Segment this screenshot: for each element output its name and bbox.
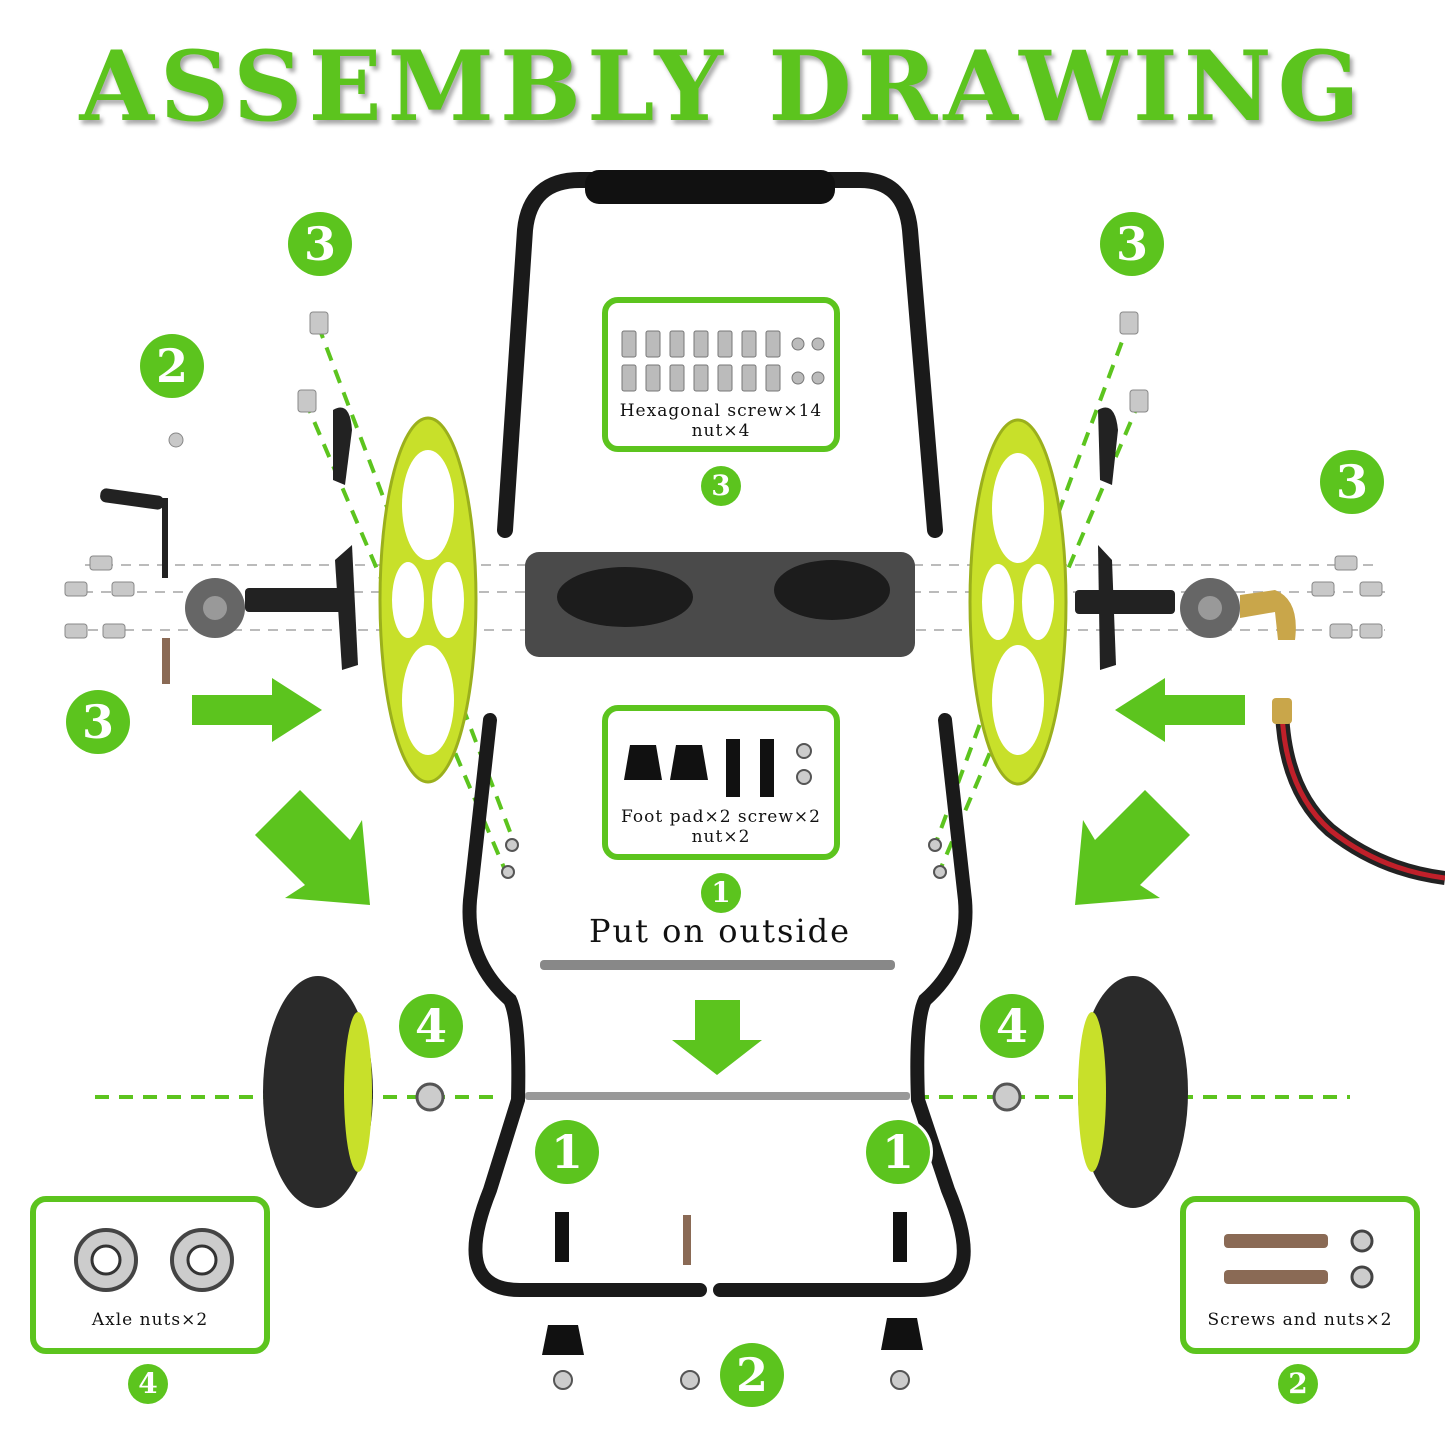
page-title: ASSEMBLY DRAWING — [79, 30, 1366, 143]
handle-grip — [585, 170, 835, 204]
left-reel-wheel — [378, 416, 478, 784]
step-number: 1 — [701, 873, 741, 913]
screws-nuts-box: Screws and nuts×2 — [1180, 1196, 1420, 1354]
bottom-hardware — [501, 838, 947, 1390]
hex-screw-caption-line1: Hexagonal screw×14 — [619, 401, 823, 421]
axle-rod — [525, 1092, 910, 1100]
right-hub-parts — [1075, 407, 1296, 670]
step-number: 2 — [720, 1343, 784, 1407]
axle-nuts-caption: Axle nuts×2 — [91, 1310, 209, 1330]
hex-screw-box: Hexagonal screw×14 nut×4 — [602, 297, 840, 452]
left-cart-wheel — [263, 976, 373, 1208]
hex-screw-icon — [621, 330, 825, 392]
screws-nuts-caption: Screws and nuts×2 — [1207, 1310, 1393, 1330]
cart-frame — [462, 713, 973, 1297]
step-number: 4 — [128, 1364, 168, 1404]
step-number: 1 — [535, 1120, 599, 1184]
step-number: 3 — [701, 466, 741, 506]
hex-screw-caption-line2: nut×4 — [691, 421, 751, 441]
step-number: 2 — [1278, 1364, 1318, 1404]
step-number: 3 — [288, 212, 352, 276]
foot-pad-caption-line1: Foot pad×2 screw×2 — [621, 807, 821, 827]
step-number: 3 — [1320, 450, 1384, 514]
foot-pad-caption-line2: nut×2 — [691, 827, 751, 847]
step-number: 2 — [140, 334, 204, 398]
step-number: 3 — [1100, 212, 1164, 276]
step-number: 4 — [980, 994, 1044, 1058]
screw-nut-icon — [1224, 1229, 1374, 1289]
put-on-outside-rod — [540, 960, 895, 970]
step-number: 1 — [866, 1120, 930, 1184]
put-on-outside-label: Put on outside — [588, 912, 852, 950]
axle-nuts — [415, 1082, 1022, 1112]
side-bolts — [64, 311, 1383, 639]
foot-pad-icon — [624, 739, 812, 797]
direction-arrows — [192, 678, 1245, 1075]
step-number: 4 — [399, 994, 463, 1058]
axle-nuts-box: Axle nuts×2 — [30, 1196, 270, 1354]
right-cart-wheel — [1078, 976, 1188, 1208]
left-hub-parts — [100, 407, 358, 684]
axle-nut-icon — [74, 1228, 234, 1292]
step-number: 3 — [66, 690, 130, 754]
right-reel-wheel — [968, 418, 1068, 786]
foot-pad-box: Foot pad×2 screw×2 nut×2 — [602, 705, 840, 860]
